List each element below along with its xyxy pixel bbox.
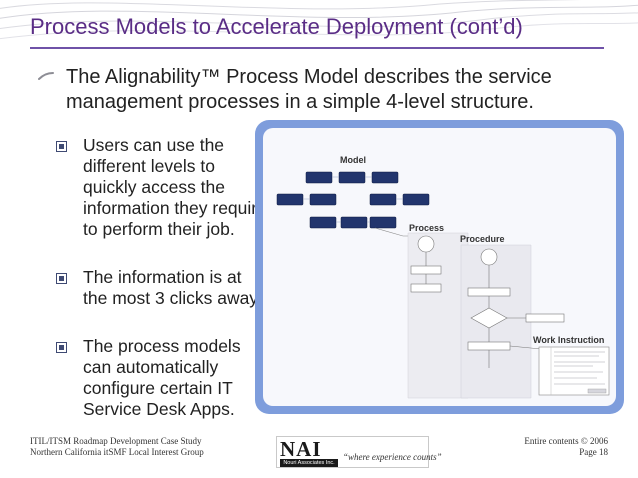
work-instruction-label: Work Instruction	[533, 335, 604, 345]
process-model-figure: Model Process	[276, 155, 610, 399]
model-box	[338, 171, 366, 184]
process-panel	[407, 232, 469, 399]
procedure-label: Procedure	[460, 234, 505, 244]
model-box	[309, 193, 337, 206]
model-connectors	[303, 176, 403, 223]
model-box	[340, 216, 368, 229]
process-label: Process	[409, 223, 444, 233]
model-box	[402, 193, 430, 206]
main-bullet-text: The Alignability™ Process Model describe…	[66, 66, 552, 113]
model-box	[369, 216, 397, 229]
process-event-circle	[417, 235, 435, 253]
nai-logo: NAI Nouri Associates Inc. “where experie…	[276, 436, 442, 468]
footer-course-title: ITIL/ITSM Roadmap Development Case Study	[30, 436, 202, 446]
procedure-event-circle	[480, 248, 498, 266]
footer-left: ITIL/ITSM Roadmap Development Case Study…	[30, 436, 204, 458]
footer-group-name: Northern California itSMF Local Interest…	[30, 447, 204, 457]
process-model-diagram: Model Process	[263, 128, 616, 406]
sub-bullet-text: Users can use the different levels to qu…	[83, 135, 267, 239]
swoosh-bullet-icon	[38, 72, 54, 80]
model-box	[371, 171, 399, 184]
footer-page-number: Page 18	[579, 447, 608, 457]
process-action-box	[410, 265, 442, 275]
procedure-to-instruction-link	[509, 345, 542, 350]
model-label: Model	[340, 155, 366, 165]
footer-copyright: Entire contents © 2006	[524, 436, 608, 446]
checkbox-bullet-icon	[56, 141, 67, 152]
sub-bullet-text: The process models can automatically con…	[83, 336, 241, 419]
work-instruction-document	[538, 346, 610, 396]
slide-title: Process Models to Accelerate Deployment …	[30, 14, 523, 39]
model-box	[305, 171, 333, 184]
nai-logo-mark: NAI	[280, 437, 322, 461]
model-box	[309, 216, 337, 229]
sub-bullet-text: The information is at the most 3 clicks …	[83, 267, 262, 308]
footer-right: Entire contents © 2006 Page 18	[524, 436, 608, 458]
model-box	[276, 193, 304, 206]
process-model-diagram-frame: Model Process	[255, 120, 624, 414]
model-boxes	[276, 171, 430, 229]
nai-logo-company: Nouri Associates Inc.	[280, 459, 338, 467]
title-swoosh-decoration	[0, 0, 638, 40]
model-box	[369, 193, 397, 206]
procedure-action-box	[467, 287, 511, 297]
process-action-box	[410, 283, 442, 293]
procedure-action-box	[467, 341, 511, 351]
procedure-panel	[460, 244, 565, 399]
nai-logo-slogan: “where experience counts”	[343, 452, 442, 462]
checkbox-bullet-icon	[56, 342, 67, 353]
checkbox-bullet-icon	[56, 273, 67, 284]
procedure-side-action-box	[525, 313, 565, 323]
title-underline	[30, 47, 604, 49]
title-bar: Process Models to Accelerate Deployment …	[0, 0, 638, 62]
